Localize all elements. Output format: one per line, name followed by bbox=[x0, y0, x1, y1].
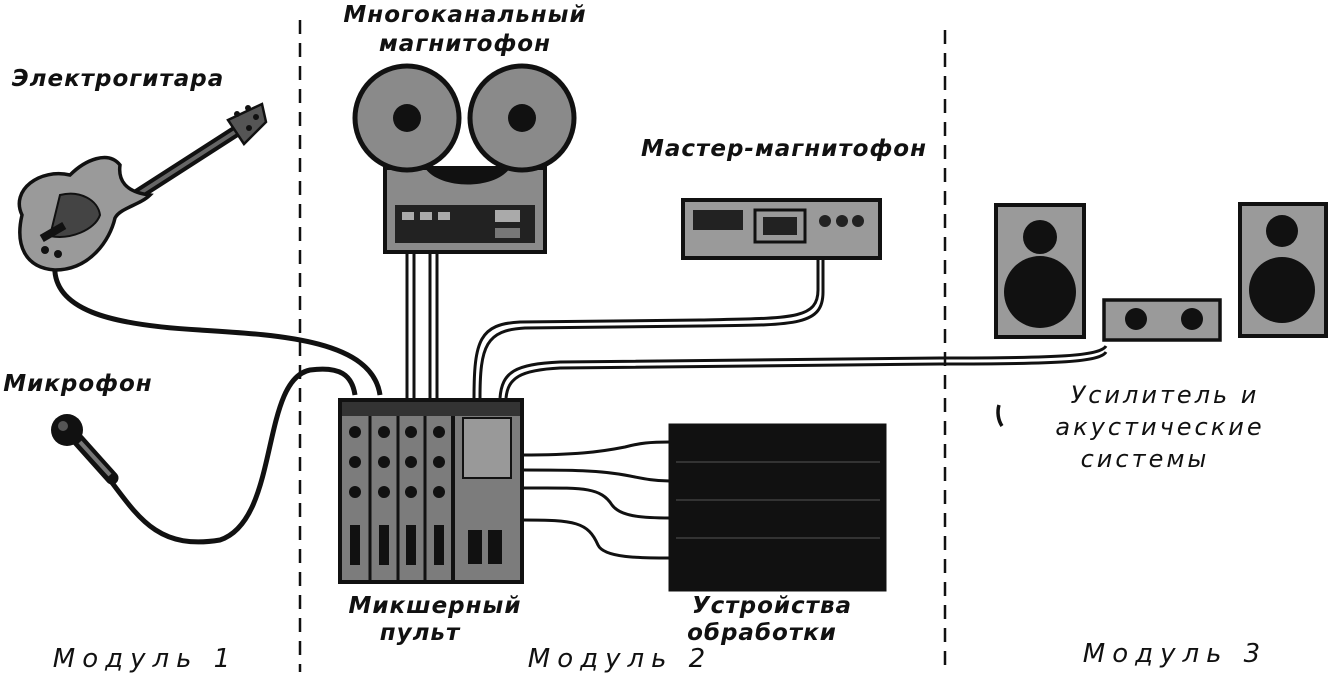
cable-fx-3 bbox=[521, 486, 671, 520]
label-module-2: Модуль 2 bbox=[527, 644, 713, 674]
speaker-left-icon bbox=[994, 203, 1086, 339]
label-module-3: Модуль 3 bbox=[1082, 639, 1268, 669]
amplifier-icon bbox=[1102, 298, 1222, 342]
cable-master-mixer bbox=[472, 258, 820, 399]
label-master-recorder: Мастер-магнитофон bbox=[641, 136, 927, 162]
label-multitrack-1: Многоканальный bbox=[343, 2, 587, 28]
stray-mark bbox=[996, 404, 1004, 427]
microphone-icon bbox=[51, 414, 119, 485]
label-amp-3: системы bbox=[1080, 445, 1210, 473]
cable-amp-mixer bbox=[498, 345, 1108, 399]
label-multitrack-2: магнитофон bbox=[379, 31, 551, 57]
cable-master-mixer-b bbox=[478, 258, 825, 399]
electric-guitar-icon bbox=[17, 102, 268, 272]
label-guitar: Электрогитара bbox=[11, 66, 225, 92]
label-amp-1: Усилитель и bbox=[1070, 381, 1260, 409]
label-mixer-2: пульт bbox=[379, 620, 461, 646]
mixer-icon bbox=[338, 398, 524, 584]
label-microphone: Микрофон bbox=[3, 371, 153, 397]
processing-devices-icon bbox=[668, 423, 887, 592]
multitrack-recorder-icon bbox=[352, 63, 577, 254]
cable-amp-mixer-b bbox=[504, 351, 1108, 399]
cable-guitar-mixer bbox=[52, 261, 383, 396]
master-recorder-icon bbox=[681, 198, 882, 260]
label-processing-1: Устройства bbox=[691, 593, 853, 619]
cable-fx-2 bbox=[521, 468, 671, 483]
label-module-1: Модуль 1 bbox=[52, 644, 238, 674]
cables bbox=[52, 252, 1108, 560]
label-processing-2: обработки bbox=[687, 620, 837, 646]
label-amp-2: акустические bbox=[1055, 413, 1265, 441]
speaker-right-icon bbox=[1238, 202, 1328, 338]
cable-fx-4 bbox=[521, 518, 671, 560]
label-mixer-1: Микшерный bbox=[348, 593, 522, 619]
cable-mic-mixer bbox=[107, 366, 358, 545]
cable-fx-1 bbox=[521, 440, 671, 457]
